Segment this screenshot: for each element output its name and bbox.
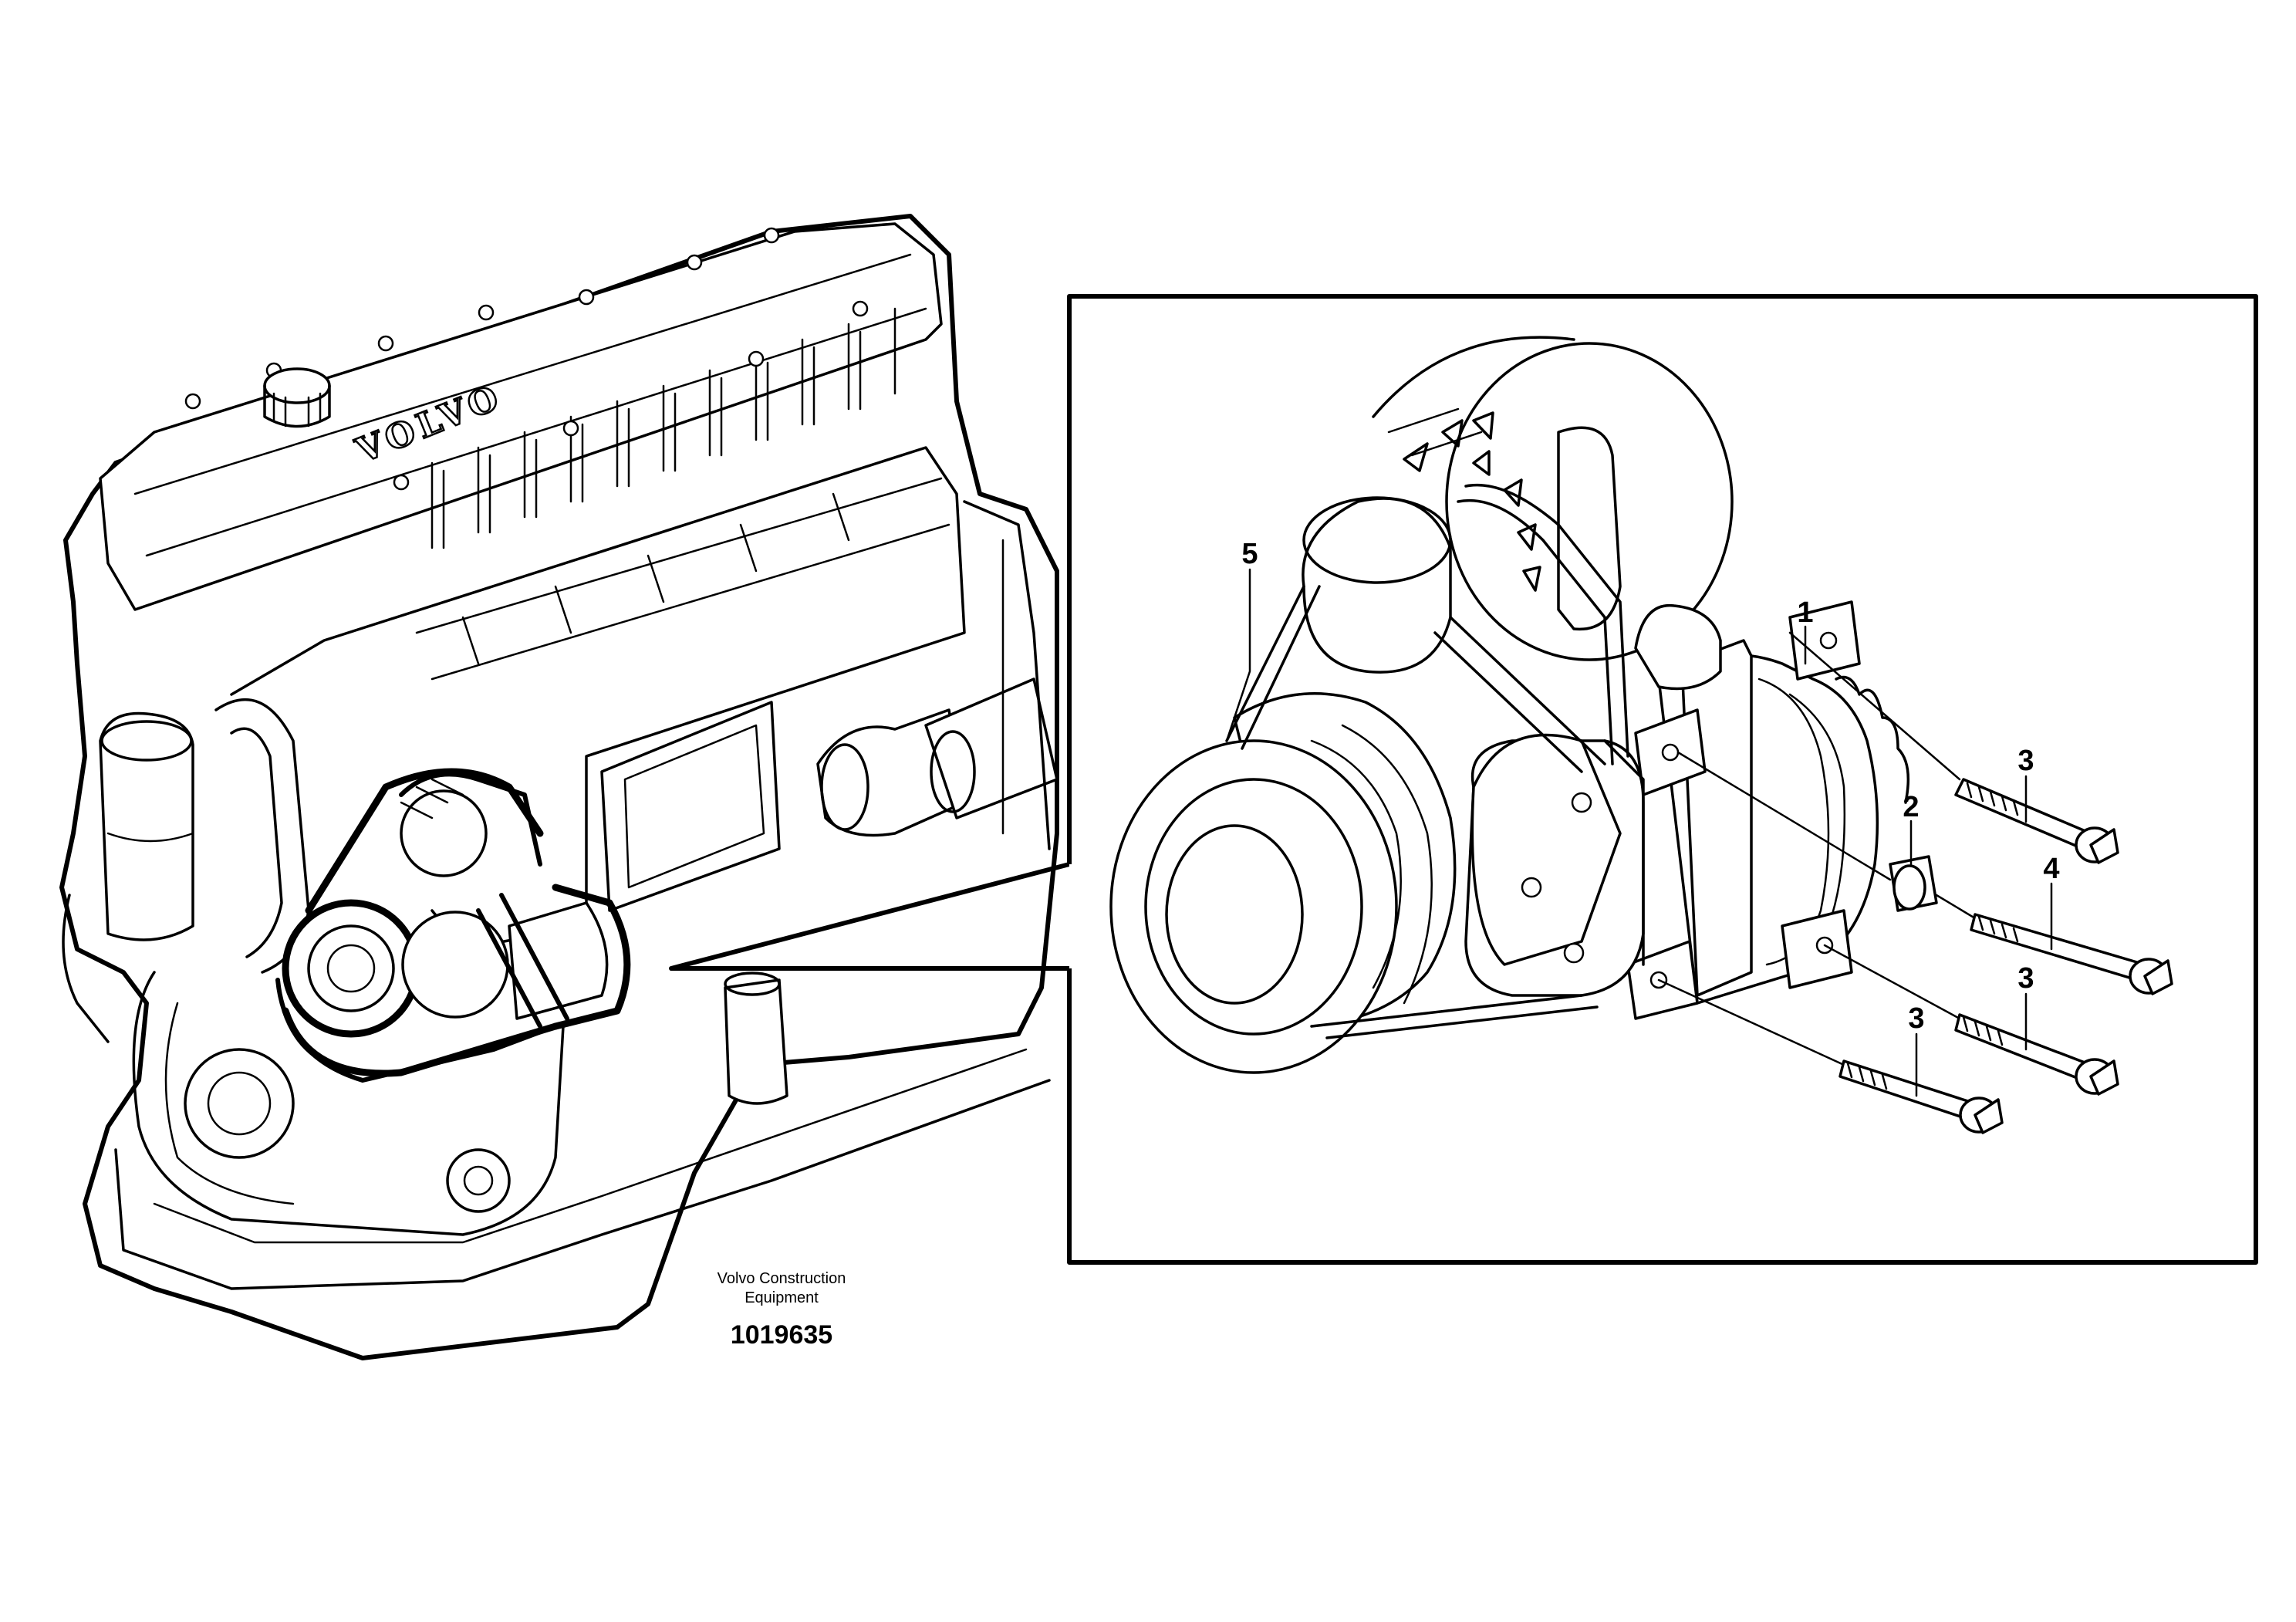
detail-leader-line — [669, 862, 1072, 971]
diagram-caption: Volvo Construction Equipment 1019635 — [718, 1270, 846, 1350]
engine-overview-illustration: VOLVO — [59, 214, 1072, 1360]
coolant-filter — [99, 711, 194, 941]
caption-line-2: Equipment — [745, 1289, 819, 1306]
callout-2: 2 — [1903, 791, 1919, 823]
callout-leader-5 — [1225, 568, 1251, 742]
highlighted-belt-drive — [275, 768, 631, 1083]
part-number: 1019635 — [731, 1320, 832, 1350]
fuel-filters — [816, 678, 1059, 837]
callout-4: 4 — [2043, 853, 2059, 885]
compressor-pulley — [1464, 733, 1645, 997]
idler-roller — [1302, 496, 1452, 674]
spacer-sleeve — [1676, 751, 1938, 912]
callout-1: 1 — [1797, 596, 1813, 629]
tensioner-arrows — [1403, 411, 1541, 592]
callout-5: 5 — [1241, 538, 1258, 570]
oil-filler-cap — [263, 367, 331, 428]
mounting-bolt-long — [1935, 894, 2173, 995]
crankshaft-pulley — [1109, 692, 1457, 1074]
mounting-bolt-bottom — [1657, 978, 2004, 1134]
serpentine-belt — [1225, 483, 1645, 1039]
valve-cover-ribs — [430, 307, 896, 549]
detail-assembly: 5 1 2 3 4 3 3 — [1109, 336, 2173, 1134]
mounting-bolt-right-lower — [1823, 944, 2119, 1096]
ac-compressor — [1626, 600, 1910, 1020]
callout-3-upper: 3 — [2017, 745, 2034, 777]
callout-3-lower: 3 — [1908, 1002, 1924, 1035]
callout-3-right: 3 — [2017, 962, 2034, 995]
mounting-bolt-upper — [1788, 631, 2119, 864]
caption-line-1: Volvo Construction — [718, 1270, 846, 1287]
